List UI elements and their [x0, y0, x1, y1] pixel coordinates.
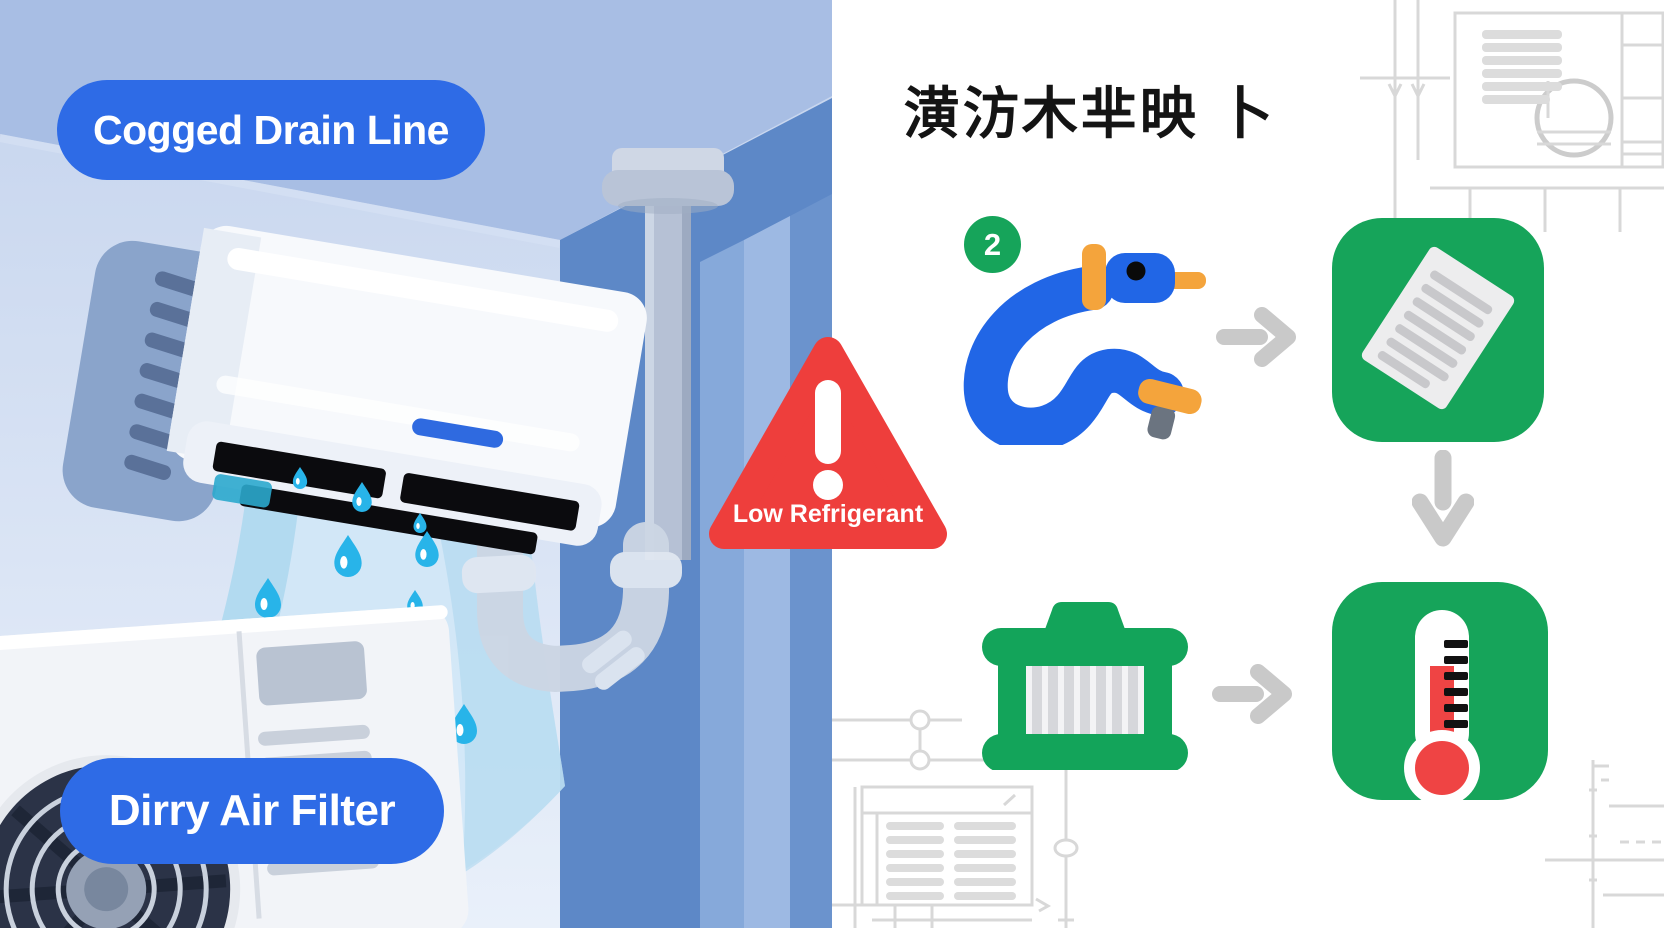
outdoor-vent-panel	[256, 641, 367, 706]
arrow-down-icon	[1412, 450, 1474, 547]
ac-vent	[400, 473, 580, 531]
filter-sheet-icon	[1361, 246, 1515, 410]
thermometer-icon	[1404, 610, 1480, 800]
pipe-coupling	[582, 630, 645, 690]
ac-unit	[62, 225, 647, 555]
water-drop-icon	[415, 531, 439, 567]
ac-highlight	[227, 248, 619, 332]
ceiling-mount	[602, 148, 734, 214]
clogged-drain-line-label: Cogged Drain Line	[57, 80, 485, 180]
label-text: Dirry Air Filter	[108, 786, 396, 835]
water-drop-icon	[334, 535, 362, 577]
exclamation-icon	[813, 380, 843, 500]
water-drop-icon	[255, 578, 281, 618]
arrow-right-icon	[1212, 664, 1292, 724]
dirty-air-filter-label: Dirry Air Filter	[60, 758, 444, 864]
thermometer-card	[1332, 582, 1548, 800]
water-drop-icon	[352, 482, 372, 512]
ac-body-shade	[166, 227, 262, 461]
label-text: Cogged Drain Line	[93, 106, 449, 153]
hose-eye-port	[1126, 261, 1146, 281]
arrow-right-icon	[1216, 307, 1296, 367]
drain-pipe-vertical	[645, 188, 691, 560]
hose-clamp	[1082, 244, 1106, 310]
blueprint-decoration-bottom-right	[1545, 760, 1664, 928]
hose-end-fitting	[1138, 378, 1202, 440]
blueprint-decoration-top-right	[1360, 0, 1664, 232]
water-drop-icon	[451, 704, 477, 744]
pipe-coupling	[610, 552, 682, 588]
door-frame-band	[744, 216, 790, 928]
ac-vent	[239, 484, 538, 555]
air-filter-icon	[982, 602, 1188, 770]
filter-sheet-card	[1332, 218, 1544, 442]
warning-triangle-icon: Low Refrigerant	[709, 337, 947, 549]
water-drop-icon	[292, 467, 308, 489]
step-2-badge: 2	[964, 216, 1021, 273]
door-frame-band	[700, 240, 744, 928]
refrigerant-hose-icon	[963, 244, 1206, 445]
blueprint-decoration-bottom-middle	[832, 706, 1079, 928]
diagram-title: 潢汸木芈映 卜	[903, 82, 1277, 145]
ac-vent-teal	[212, 474, 272, 508]
drain-pipe-trap	[461, 507, 682, 693]
ac-indicator-light	[412, 418, 504, 448]
hose-body	[963, 266, 1184, 445]
pipe-coupling	[461, 554, 537, 594]
ac-side-vents	[124, 271, 202, 480]
water-drop-icon	[413, 513, 427, 533]
warning-label: Low Refrigerant	[733, 500, 924, 528]
